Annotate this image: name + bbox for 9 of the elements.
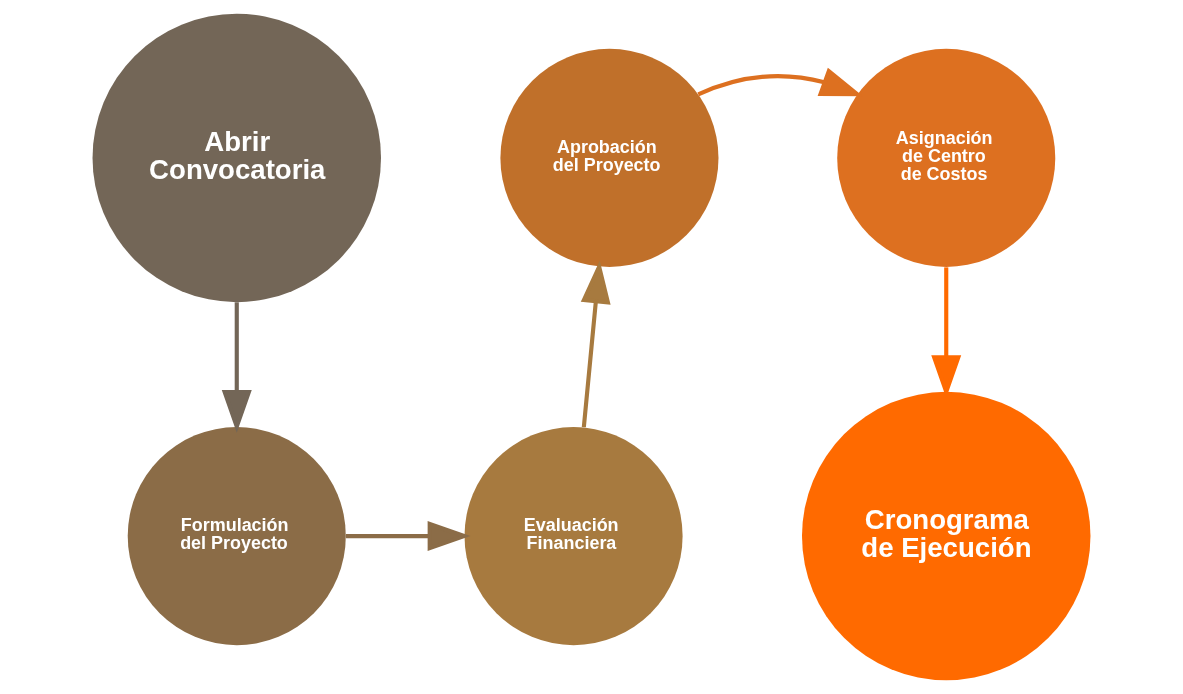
arrow: [221, 302, 252, 433]
node-circle: Cronograma de Ejecución: [802, 391, 1091, 681]
node-circle: Formulación del Proyecto: [127, 427, 346, 646]
arrow: [580, 260, 611, 428]
node-circle: Evaluación Financiera: [464, 427, 683, 646]
node-circle: Abrir Convocatoria: [92, 13, 381, 303]
arrow: [345, 521, 471, 552]
node-circle: Aprobación del Proyecto: [500, 48, 719, 267]
node-circle: Asignación de Centro de Costos: [837, 48, 1056, 267]
